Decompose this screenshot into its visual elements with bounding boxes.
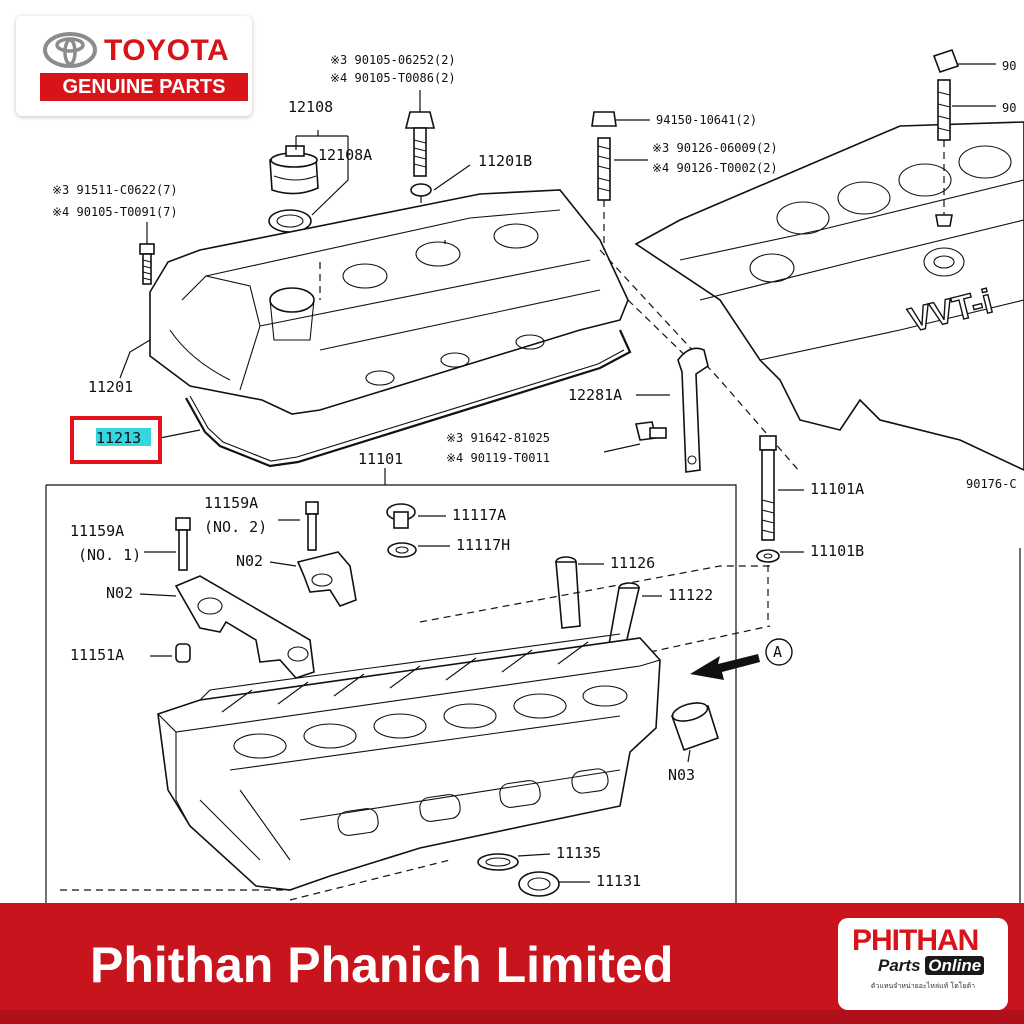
oil-filler-cap [269, 145, 319, 195]
valve-guide-11126 [555, 556, 581, 629]
shop-logo-online: Online [925, 956, 985, 975]
label-11131: 11131 [596, 872, 641, 890]
label-11126: 11126 [610, 554, 655, 572]
label-91511: ※3 91511-C0622(7) [52, 183, 178, 197]
label-top-right-1: 90 [1002, 59, 1016, 73]
engine-hanger-bracket [677, 347, 709, 473]
label-90105-t0086: ※4 90105-T0086(2) [330, 71, 456, 85]
label-90105-06252: ※3 90105-06252(2) [330, 53, 456, 67]
label-11201b: 11201B [478, 152, 532, 170]
toyota-emblem-icon [43, 32, 97, 68]
view-a-circle [765, 638, 793, 666]
fitting-n03 [670, 702, 719, 752]
plug-gasket [387, 542, 417, 558]
label-94150: 94150-10641(2) [656, 113, 757, 127]
toyota-genuine-parts-badge: TOYOTA GENUINE PARTS [16, 16, 252, 116]
label-91642: ※3 91642-81025 [446, 431, 550, 445]
seal-11131 [518, 871, 560, 897]
filler-cap-gasket [268, 209, 312, 233]
label-11101a: 11101A [810, 480, 864, 498]
camshaft-bearing-cap-no1 [174, 575, 315, 679]
label-11159a-no1: 11159A [70, 522, 124, 540]
label-11159a-no2: 11159A [204, 494, 258, 512]
cover-gasket [185, 329, 632, 468]
label-12108: 12108 [288, 98, 333, 116]
label-11117h: 11117H [456, 536, 510, 554]
label-90119: ※4 90119-T0011 [446, 451, 550, 465]
label-12281a: 12281A [568, 386, 622, 404]
label-11213: 11213 [96, 429, 141, 447]
label-11135: 11135 [556, 844, 601, 862]
label-11101b: 11101B [810, 542, 864, 560]
seal-11135 [477, 853, 519, 871]
label-12108a: 12108A [318, 146, 372, 164]
toyota-wordmark: TOYOTA [104, 34, 230, 67]
engine-cover [634, 121, 1024, 471]
label-no1-paren: (NO. 1) [78, 546, 141, 564]
camshaft-bearing-cap-no2 [296, 551, 357, 607]
bolt-91511 [139, 222, 155, 285]
label-n02-a: N02 [236, 552, 263, 570]
plug [386, 503, 416, 529]
cap-bolt-no2 [305, 501, 319, 551]
label-90126-t0002: ※4 90126-T0002(2) [652, 161, 778, 175]
label-no2-paren: (NO. 2) [204, 518, 267, 536]
phithan-parts-online-logo: PHITHAN Parts Online ตัวแทนจำหน่ายอะไหล่… [838, 918, 1008, 1010]
label-90105-t0091: ※4 90105-T0091(7) [52, 205, 178, 219]
shop-logo-sub: Parts Online [878, 956, 985, 976]
stud-bolt [591, 111, 617, 250]
top-right-nut [932, 48, 960, 227]
label-top-right-2: 90 [1002, 101, 1016, 115]
label-11122: 11122 [668, 586, 713, 604]
label-n02-b: N02 [106, 584, 133, 602]
cap-bolt-no1 [175, 517, 191, 571]
highlight-11213 [70, 416, 162, 464]
dowel-pin [175, 643, 191, 663]
label-11151a: 11151A [70, 646, 124, 664]
genuine-parts-label: GENUINE PARTS [40, 73, 248, 101]
cylinder-head-frame [45, 484, 737, 903]
label-n03: N03 [668, 766, 695, 784]
shop-logo-tagline: ตัวแทนจำหน่ายอะไหล่แท้ โตโยต้า [870, 982, 976, 990]
label-a: A [773, 643, 782, 661]
label-11201: 11201 [88, 378, 133, 396]
cylinder-head [157, 633, 661, 891]
hanger-bolt [635, 421, 667, 441]
label-90126-06009: ※3 90126-06009(2) [652, 141, 778, 155]
view-arrow [690, 654, 760, 680]
highlight-11213-fill [96, 428, 151, 446]
label-90176: 90176-C [966, 477, 1017, 491]
shop-logo-name: PHITHAN [852, 924, 979, 957]
cylinder-head-cover [149, 189, 629, 415]
label-11101: 11101 [358, 450, 403, 468]
shop-logo-parts: Parts [878, 956, 921, 975]
label-11117a: 11117A [452, 506, 506, 524]
company-name: Phithan Phanich Limited [90, 937, 674, 993]
head-bolt [756, 435, 780, 625]
